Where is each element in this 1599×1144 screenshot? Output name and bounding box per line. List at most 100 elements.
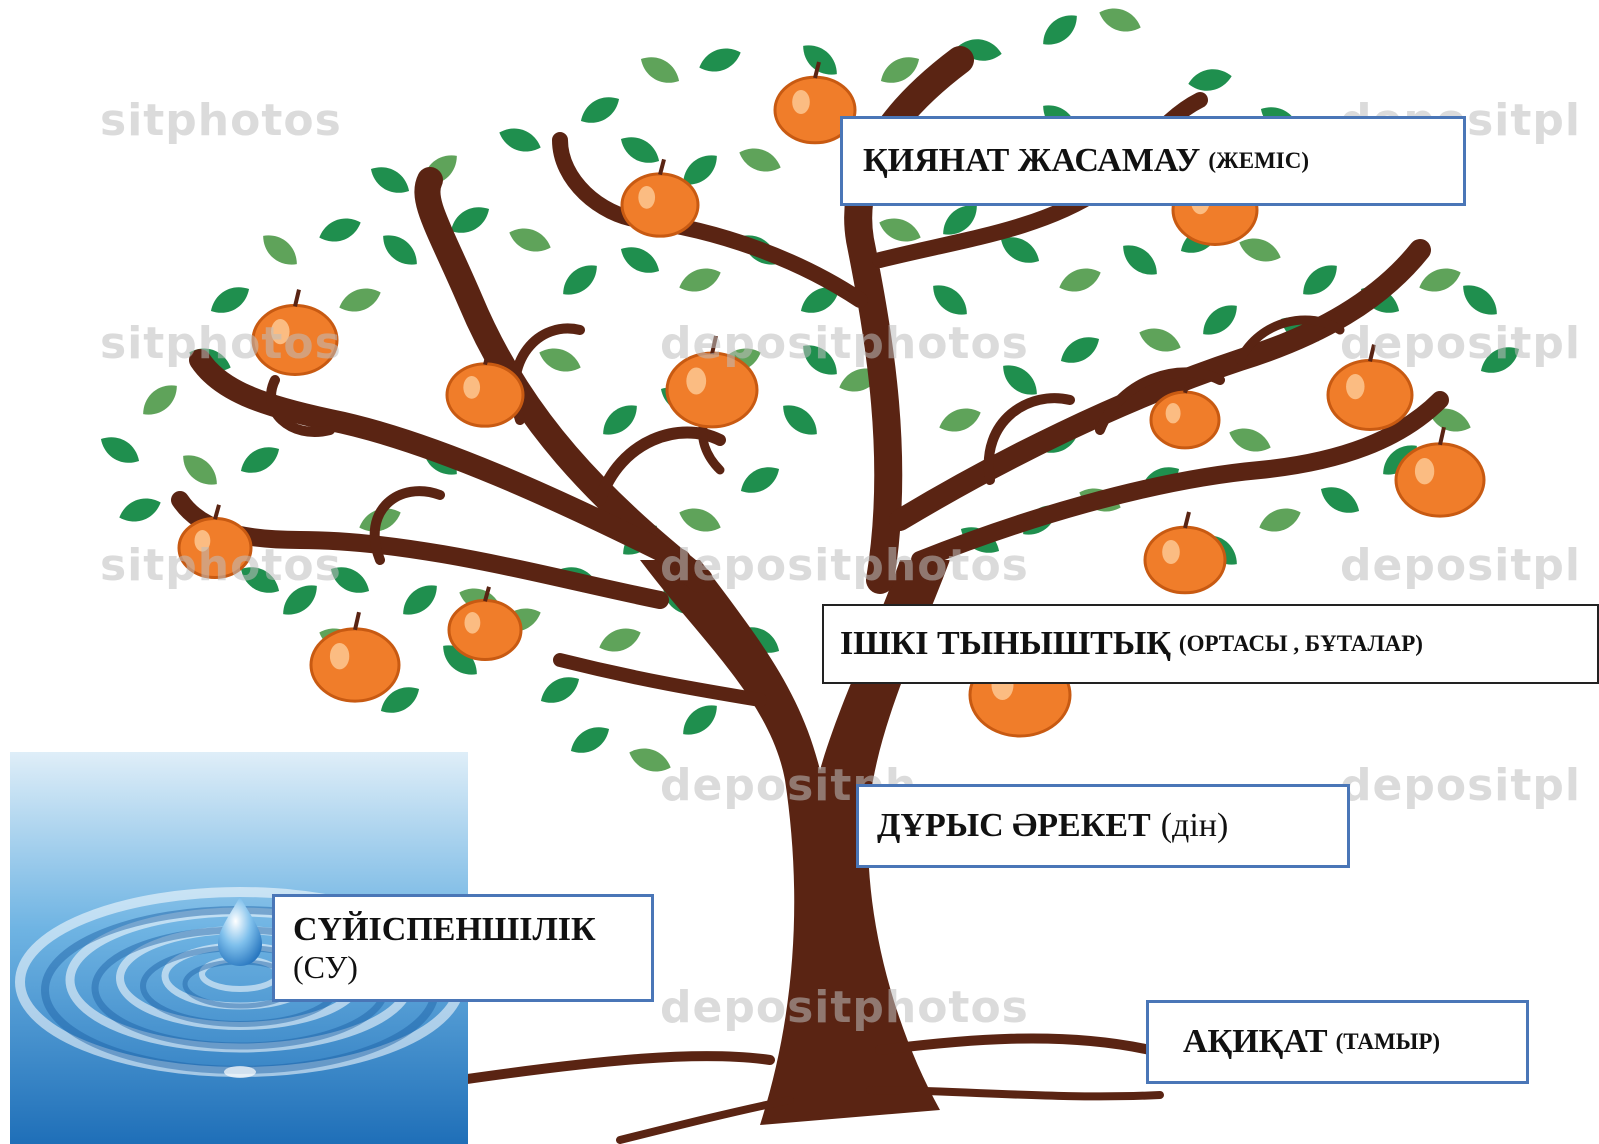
- apple: [1149, 378, 1221, 450]
- leaf: [803, 345, 837, 375]
- leaf: [1099, 8, 1141, 32]
- label-branches-sub: (ОРТАСЫ , БҰТАЛАР): [1178, 631, 1423, 656]
- tree-branch: [911, 391, 1449, 569]
- label-roots: АҚИҚАТ (ТАМЫР): [1146, 1000, 1529, 1084]
- leaf: [739, 148, 781, 172]
- label-branches-main: ІШКІ ТЫНЫШТЫҚ: [840, 625, 1171, 662]
- leaf: [403, 585, 437, 615]
- leaf: [879, 218, 921, 242]
- apple: [1326, 344, 1414, 431]
- leaf: [640, 57, 680, 83]
- leaf: [210, 287, 250, 313]
- leaf: [1383, 445, 1417, 475]
- tree-branch: [189, 349, 691, 571]
- leaf: [380, 687, 420, 713]
- leaf: [1463, 285, 1497, 315]
- leaf: [1480, 347, 1520, 373]
- leaf: [683, 705, 717, 735]
- label-water-sub: (СУ): [293, 948, 358, 985]
- apple: [177, 504, 253, 580]
- leaf: [499, 128, 541, 152]
- label-fruit-main: ҚИЯНАТ ЖАСАМАУ: [863, 142, 1201, 179]
- leaf: [563, 265, 597, 295]
- leaf: [803, 45, 837, 75]
- leaf: [509, 228, 551, 252]
- leaf: [540, 677, 580, 703]
- label-roots-main: АҚИҚАТ: [1183, 1023, 1328, 1060]
- leaf: [629, 748, 671, 772]
- tree-root: [875, 1033, 1155, 1055]
- leaf: [339, 288, 381, 312]
- leaf: [240, 447, 280, 473]
- label-roots-sub: (ТАМЫР): [1335, 1029, 1441, 1054]
- apple: [1394, 426, 1486, 518]
- leaf: [183, 455, 217, 485]
- tree-apples: [177, 61, 1486, 738]
- leaf: [1419, 268, 1461, 292]
- leaf: [880, 57, 920, 83]
- label-trunk-sub: (дін): [1160, 807, 1229, 844]
- tree-root: [866, 1086, 1164, 1101]
- apple: [251, 289, 339, 376]
- tree-branch: [553, 653, 767, 707]
- leaf: [1259, 508, 1301, 532]
- leaf: [1003, 365, 1037, 395]
- watermark: depositpl: [1340, 540, 1581, 591]
- apple: [445, 348, 525, 428]
- leaf: [1043, 15, 1077, 45]
- leaf: [1060, 337, 1100, 363]
- tree-branch: [983, 393, 1075, 485]
- leaf: [450, 207, 490, 233]
- apple: [447, 586, 523, 662]
- leaf: [679, 268, 721, 292]
- leaf: [740, 467, 780, 493]
- apple: [773, 61, 857, 145]
- tree-branch: [266, 375, 335, 437]
- leaf: [240, 567, 280, 593]
- tree-root: [455, 1051, 775, 1085]
- leaf: [1123, 245, 1157, 275]
- tree-branch: [369, 486, 445, 565]
- watermark: depositphotos: [660, 318, 1029, 369]
- leaf: [783, 405, 817, 435]
- leaf: [319, 218, 361, 242]
- apple: [1143, 511, 1227, 595]
- leaf: [599, 628, 641, 652]
- leaf: [1203, 305, 1237, 335]
- leaf: [1303, 265, 1337, 295]
- leaf: [939, 408, 981, 432]
- tree-branch: [1235, 315, 1345, 365]
- leaf: [943, 205, 977, 235]
- tree-root: [616, 1096, 794, 1144]
- leaf: [1429, 408, 1471, 432]
- leaf: [143, 385, 177, 415]
- label-water-main: СҮЙІСПЕНШІЛІК: [293, 910, 596, 948]
- watermark: depositpl: [1340, 318, 1581, 369]
- leaf: [603, 405, 637, 435]
- leaf: [539, 348, 581, 372]
- label-trunk: ДҰРЫС ӘРЕКЕТ (дін): [856, 784, 1350, 868]
- leaf: [1059, 268, 1101, 292]
- leaf: [1320, 487, 1360, 513]
- leaf: [1188, 69, 1232, 91]
- label-fruit-sub: (ЖЕМІС): [1208, 148, 1310, 173]
- leaf: [933, 285, 967, 315]
- watermark: sitphotos: [100, 318, 342, 369]
- leaf: [283, 585, 317, 615]
- leaf: [1229, 428, 1271, 452]
- leaf: [620, 137, 660, 163]
- tree-branch: [414, 167, 713, 593]
- leaf: [1000, 237, 1040, 263]
- watermark: depositphotos: [660, 540, 1029, 591]
- apple: [620, 158, 700, 238]
- watermark: depositphotos: [660, 982, 1029, 1033]
- leaf: [800, 287, 840, 313]
- leaf: [370, 167, 410, 193]
- leaf: [263, 235, 297, 265]
- leaf: [580, 97, 620, 123]
- leaf: [699, 48, 741, 72]
- leaf: [1239, 238, 1281, 262]
- label-branches: ІШКІ ТЫНЫШТЫҚ (ОРТАСЫ , БҰТАЛАР): [822, 604, 1599, 684]
- apple: [665, 335, 759, 429]
- leaf: [383, 235, 417, 265]
